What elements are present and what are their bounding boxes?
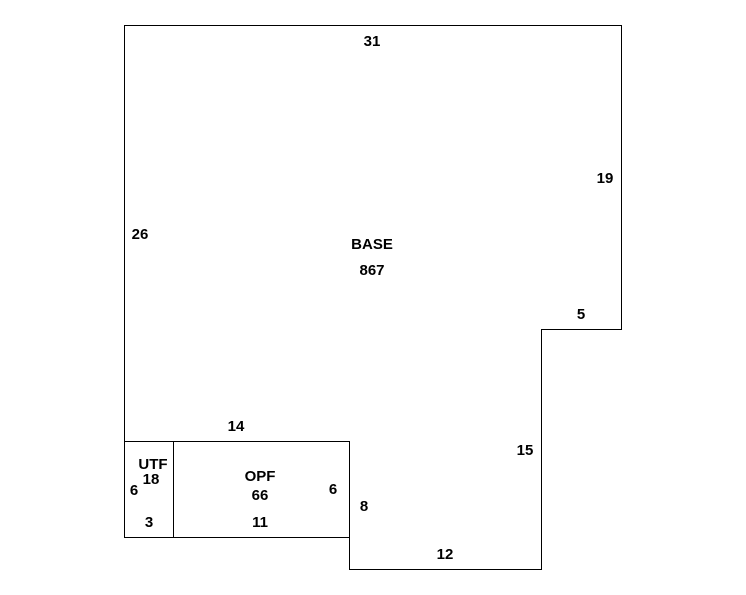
utf-outline [124, 441, 174, 538]
area-label-utf-value: 18 [143, 471, 160, 488]
base-outline [124, 25, 622, 570]
area-label-base-value: 867 [359, 262, 384, 279]
dimension-opf-bottom: 11 [252, 514, 268, 531]
dimension-utf-bottom: 3 [145, 514, 153, 531]
dimension-base-left: 26 [132, 226, 149, 243]
area-label-utf-name: UTF [138, 456, 167, 473]
dimension-opf-right: 6 [329, 481, 337, 498]
dimension-opf-top: 14 [228, 418, 245, 435]
dimension-base-right-upper: 19 [597, 170, 614, 187]
dimension-base-top: 31 [364, 33, 381, 50]
dimension-base-notch-width: 5 [577, 306, 585, 323]
area-label-opf-value: 66 [252, 487, 269, 504]
dimension-utf-left: 6 [130, 482, 138, 499]
dimension-base-right-lower: 15 [517, 442, 534, 459]
area-label-opf-name: OPF [245, 468, 276, 485]
area-label-base-name: BASE [351, 236, 393, 253]
dimension-base-step: 8 [360, 498, 368, 515]
dimension-base-bottom: 12 [437, 546, 454, 563]
